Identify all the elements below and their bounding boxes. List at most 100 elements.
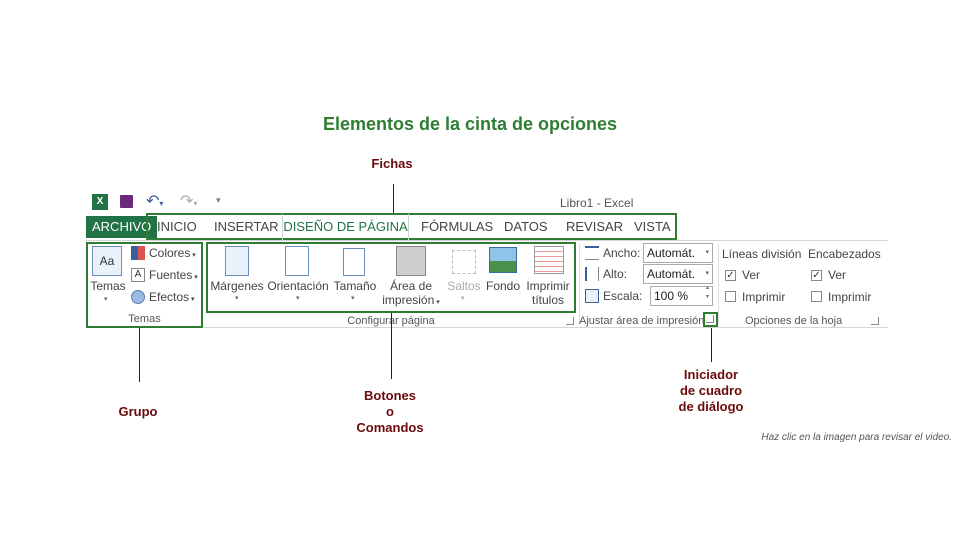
callout-botones-line2: o	[386, 404, 394, 419]
fondo-icon[interactable]	[489, 247, 517, 273]
saltos-dropdown-icon[interactable]: ▾	[461, 295, 465, 302]
lineas-ver-label: Ver	[742, 268, 761, 282]
separator	[718, 244, 719, 324]
lineas-imprimir-label: Imprimir	[742, 290, 786, 304]
imprimir-titulos-label-2: títulos	[531, 293, 564, 307]
callout-grupo-line	[139, 328, 140, 382]
orientacion-dropdown-icon[interactable]: ▾	[296, 295, 300, 302]
callout-iniciador-line	[711, 328, 712, 362]
video-note-link[interactable]: Haz clic en la imagen para revisar el vi…	[761, 432, 952, 443]
callout-iniciador: Iniciador de cuadro de diálogo	[666, 367, 756, 415]
temas-button[interactable]: Temas	[90, 279, 126, 293]
tab-archivo[interactable]: ARCHIVO	[86, 216, 158, 238]
tab-formulas[interactable]: FÓRMULAS	[421, 219, 494, 234]
alto-label: Alto:	[603, 267, 628, 281]
alto-value: Automát.	[647, 267, 696, 281]
opciones-dialog-launcher-icon[interactable]	[871, 317, 879, 325]
ajustar-dialog-launcher-icon[interactable]	[706, 315, 714, 323]
group-ajustar-label: Ajustar área de impresión	[579, 315, 705, 327]
undo-icon[interactable]: ↶▾	[146, 193, 164, 210]
efectos-icon	[131, 290, 145, 304]
dialog-launcher-highlight	[703, 312, 718, 327]
imprimir-titulos-button[interactable]: Imprimir títulos	[522, 279, 574, 307]
escala-spinner[interactable]: 100 %▴▾	[650, 285, 713, 306]
tab-vista[interactable]: VISTA	[634, 219, 671, 234]
lineas-imprimir-checkbox[interactable]	[725, 291, 736, 302]
encabezados-ver-checkbox[interactable]: ✓	[811, 270, 822, 281]
save-icon[interactable]	[120, 195, 133, 208]
area-impresion-button[interactable]: Área de impresión ▾	[380, 279, 442, 307]
ancho-icon	[585, 246, 599, 260]
encabezados-imprimir-label: Imprimir	[828, 290, 872, 304]
group-configurar-label: Configurar página	[347, 315, 435, 327]
area-impresion-label-1: Área de	[389, 279, 433, 293]
callout-fichas-line	[393, 184, 394, 214]
tabs-highlight	[146, 213, 677, 240]
commands-highlight	[206, 242, 576, 313]
encabezados-heading: Encabezados	[808, 247, 881, 261]
group-temas-label: Temas	[128, 313, 161, 325]
ancho-label: Ancho:	[603, 246, 641, 260]
callout-botones-line1: Botones	[364, 388, 416, 403]
area-impresion-label-2: impresión ▾	[382, 293, 440, 307]
tamano-button[interactable]: Tamaño	[333, 279, 377, 293]
tab-insertar[interactable]: INSERTAR	[214, 219, 279, 234]
tab-diseno-de-pagina[interactable]: DISEÑO DE PÁGINA	[282, 214, 409, 240]
ribbon-bottom-border	[86, 327, 888, 328]
alto-combo[interactable]: Automát.▾	[643, 264, 713, 284]
tab-inicio[interactable]: INICIO	[157, 219, 197, 234]
imprimir-titulos-icon[interactable]	[534, 246, 564, 274]
ancho-combo[interactable]: Automát.▾	[643, 243, 713, 263]
colores-button[interactable]: Colores ▾	[149, 246, 196, 260]
configurar-dialog-launcher-icon[interactable]	[566, 317, 574, 325]
colores-label: Colores	[149, 246, 191, 260]
tamano-dropdown-icon[interactable]: ▾	[351, 295, 355, 302]
fuentes-label: Fuentes	[149, 268, 193, 282]
customize-qat-icon[interactable]: ▾	[216, 195, 221, 205]
orientacion-button[interactable]: Orientación	[267, 279, 329, 293]
area-impresion-icon[interactable]	[396, 246, 426, 276]
encabezados-ver-label: Ver	[828, 268, 847, 282]
tab-revisar[interactable]: REVISAR	[566, 219, 624, 234]
margenes-button[interactable]: Márgenes	[210, 279, 264, 293]
saltos-icon[interactable]	[452, 250, 476, 274]
ribbon-top-border	[86, 240, 888, 241]
callout-fichas: Fichas	[371, 156, 413, 171]
fuentes-icon: A	[131, 268, 145, 282]
encabezados-imprimir-checkbox[interactable]	[811, 291, 822, 302]
margenes-dropdown-icon[interactable]: ▾	[235, 295, 239, 302]
temas-dropdown-icon[interactable]: ▾	[104, 296, 108, 303]
group-temas-highlight	[86, 242, 203, 328]
ancho-value: Automát.	[647, 246, 696, 260]
fondo-button[interactable]: Fondo	[485, 279, 521, 293]
efectos-label: Efectos	[149, 290, 190, 304]
tamano-icon[interactable]	[343, 248, 365, 276]
temas-icon[interactable]: Aa	[92, 246, 122, 276]
page-title: Elementos de la cinta de opciones	[322, 114, 618, 134]
efectos-button[interactable]: Efectos ▾	[149, 290, 195, 304]
callout-iniciador-line3: de diálogo	[678, 399, 744, 414]
fuentes-button[interactable]: Fuentes ▾	[149, 268, 198, 282]
imprimir-titulos-label-1: Imprimir	[526, 279, 570, 293]
lineas-ver-checkbox[interactable]: ✓	[725, 270, 736, 281]
tab-datos[interactable]: DATOS	[504, 219, 548, 234]
colores-icon	[131, 246, 145, 260]
callout-iniciador-line2: de cuadro	[679, 383, 743, 398]
excel-logo-icon: X	[92, 194, 108, 210]
saltos-button[interactable]: Saltos	[447, 279, 481, 293]
callout-iniciador-line1: Iniciador	[683, 367, 739, 382]
lineas-division-heading: Líneas división	[722, 247, 802, 261]
alto-icon	[585, 267, 599, 281]
escala-value: 100 %	[654, 289, 689, 303]
callout-grupo: Grupo	[118, 404, 158, 419]
orientacion-icon[interactable]	[285, 246, 309, 276]
escala-icon	[585, 289, 599, 303]
callout-botones: Botones o Comandos	[345, 388, 435, 436]
separator	[579, 244, 580, 324]
callout-botones-line3: Comandos	[356, 420, 424, 435]
window-title: Libro1 - Excel	[560, 196, 634, 210]
callout-botones-line	[391, 313, 392, 379]
margenes-icon[interactable]	[225, 246, 249, 276]
redo-icon[interactable]: ↷▾	[180, 193, 198, 210]
escala-label: Escala:	[603, 289, 643, 303]
